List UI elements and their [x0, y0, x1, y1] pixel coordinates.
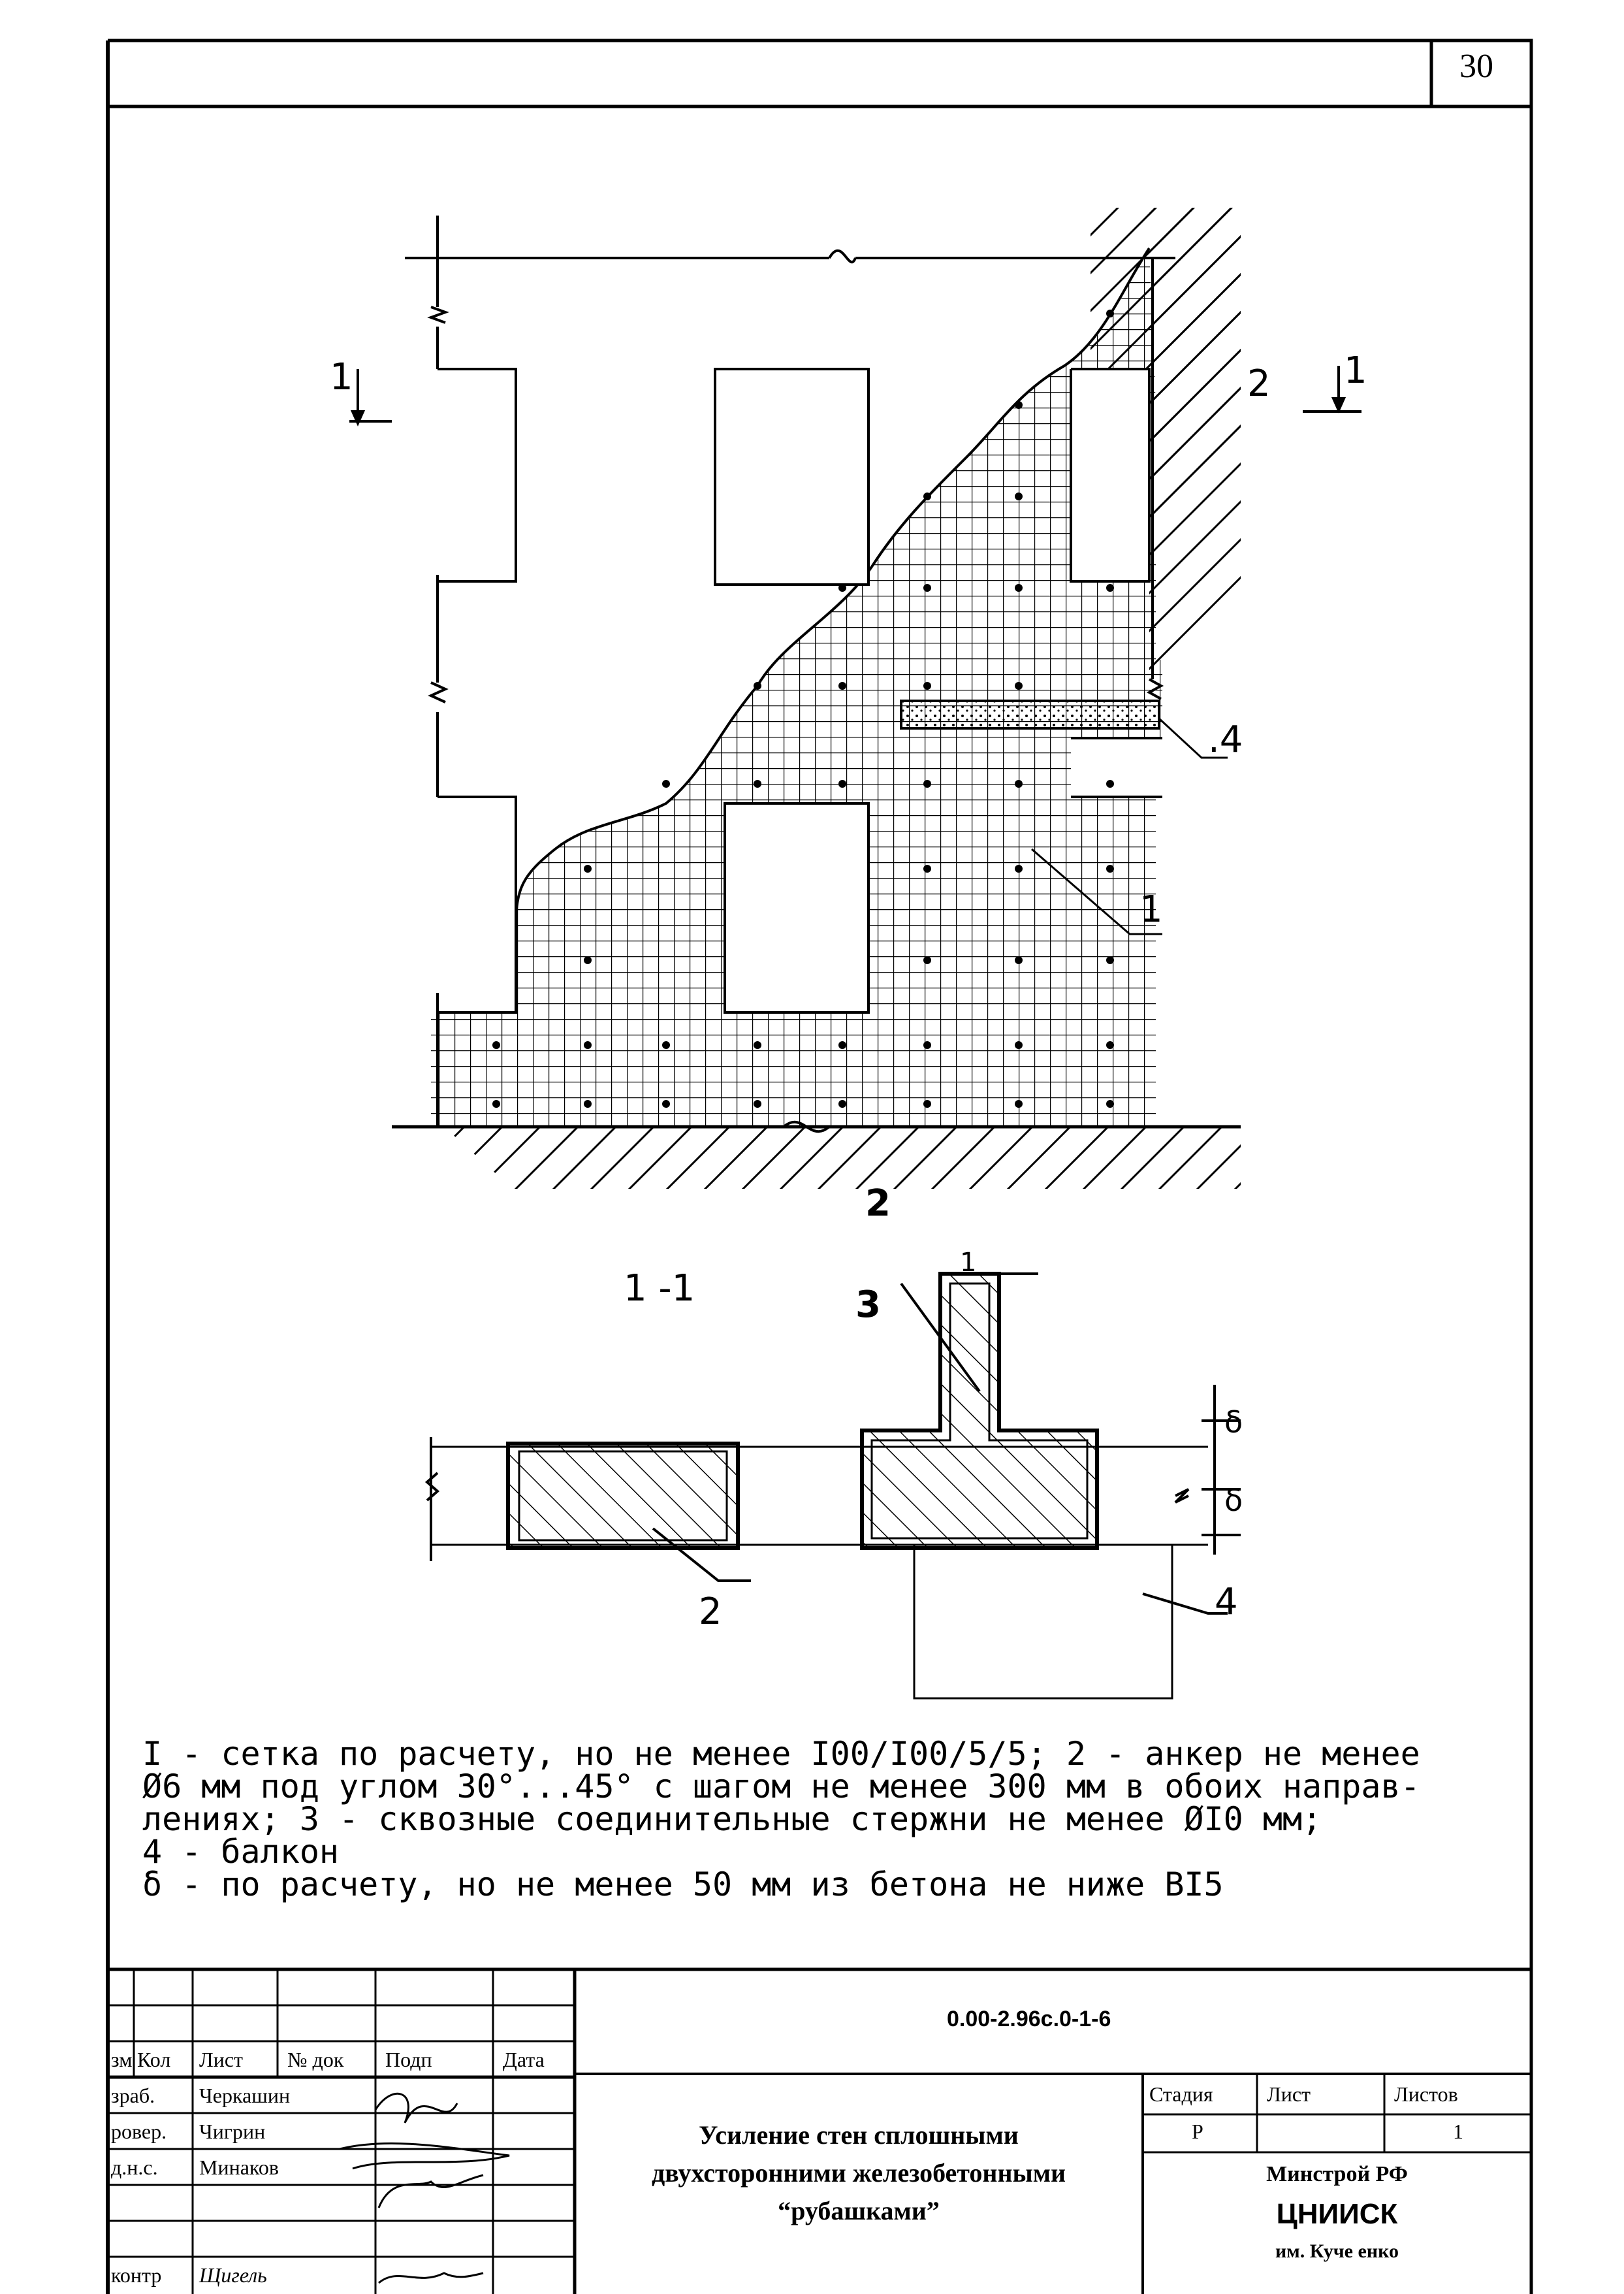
section-label-2: 2	[699, 1591, 722, 1633]
sheets-value: 1	[1453, 2120, 1463, 2143]
stage-value: Р	[1192, 2120, 1203, 2143]
row-role: ровер.	[111, 2120, 167, 2143]
drawing-title: Усиление стен сплошными двухсторонними ж…	[581, 2116, 1136, 2230]
drawing-title-line: “рубашками”	[778, 2196, 940, 2225]
row-name: Минаков	[199, 2156, 279, 2179]
header-list: Лист	[199, 2048, 244, 2071]
drawing-title-line: Усиление стен сплошными	[699, 2120, 1019, 2150]
header-podp: Подп	[385, 2048, 432, 2071]
stage-label: Стадия	[1149, 2082, 1213, 2106]
org-name: ЦНИИСК	[1276, 2198, 1398, 2230]
org-ministry: Минстрой РФ	[1266, 2162, 1408, 2186]
section-1-1	[424, 1272, 1241, 1700]
header-kol: Кол	[137, 2048, 171, 2071]
sheets-label: Листов	[1394, 2082, 1458, 2106]
drawing-title-line: двухсторонними железобетонными	[651, 2158, 1066, 2188]
header-ndok: № док	[287, 2048, 344, 2071]
header-izm: зм	[111, 2048, 133, 2071]
leader-lines	[1031, 717, 1228, 935]
note-line: δ - по расчету, но не менее 50 мм из бет…	[142, 1866, 1224, 1903]
section-title: 1 -1	[624, 1267, 695, 1310]
header-data: Дата	[503, 2048, 545, 2071]
anchor-dots	[492, 310, 1114, 1108]
doc-code: 0.00-2.96с.0-1-6	[947, 2007, 1111, 2031]
cut-marker-right-label: 1	[1344, 349, 1367, 392]
section-cut-markers	[349, 366, 1361, 427]
page-number: 30	[1459, 48, 1493, 85]
section-label-3: 3	[855, 1284, 881, 1326]
note-line: 4 - балкон	[142, 1833, 340, 1871]
notes-block: I - сетка по расчету, но не менее I00/I0…	[142, 1737, 1420, 1901]
row-role: контр	[111, 2263, 162, 2287]
label-2-top: 2	[1247, 363, 1271, 405]
elevation-outlines	[392, 216, 1241, 1133]
note-line: Ø6 мм под углом 30°...45° с шагом не мен…	[142, 1768, 1420, 1805]
sheet-frame	[106, 39, 1533, 2294]
sheet-label: Лист	[1267, 2082, 1311, 2106]
label-1: 1	[1139, 888, 1163, 931]
dim-lower: δ	[1224, 1483, 1243, 1518]
dim-upper: δ	[1224, 1404, 1243, 1440]
label-4: .4	[1208, 719, 1243, 761]
row-name: Черкашин	[199, 2084, 291, 2107]
section-label-4: 4	[1215, 1581, 1238, 1623]
label-2-bottom: 2	[865, 1182, 891, 1225]
row-role: зраб.	[111, 2084, 155, 2107]
cut-marker-left-label: 1	[330, 356, 353, 398]
row-name: Щигель	[199, 2263, 267, 2287]
note-line: I - сетка по расчету, но не менее I00/I0…	[142, 1735, 1420, 1773]
row-name: Чигрин	[199, 2120, 266, 2143]
row-role: д.н.с.	[111, 2156, 158, 2179]
elevation-mesh	[431, 247, 1162, 1127]
note-line: лениях; 3 - сквозные соединительные стер…	[142, 1800, 1322, 1838]
section-label-1: 1	[960, 1248, 977, 1278]
org-sub: им. Куче енко	[1275, 2240, 1399, 2262]
